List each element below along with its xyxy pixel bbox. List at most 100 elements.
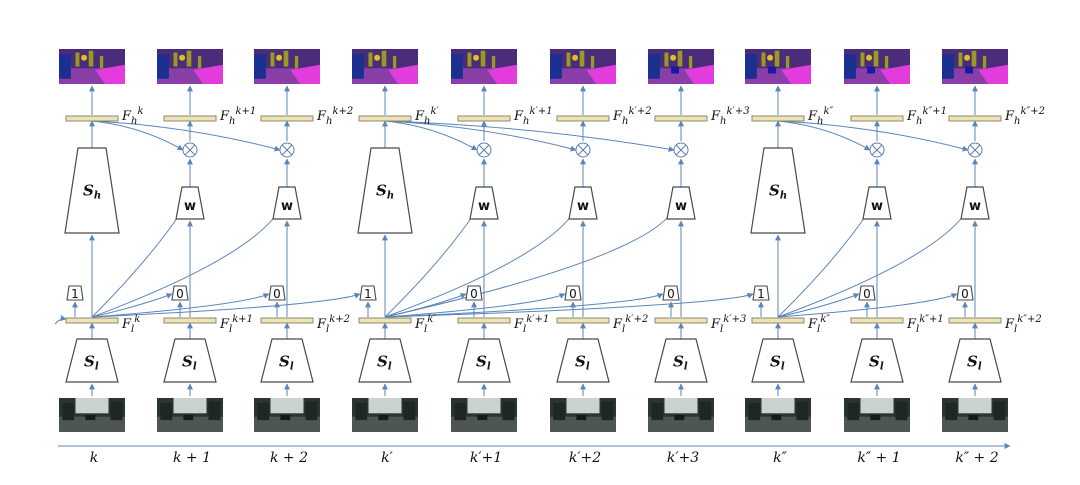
photo-sky (958, 398, 992, 414)
low-level-feature-label: Flk′+3 (710, 314, 746, 335)
feature-base: F (612, 317, 623, 332)
seg-tree-region (368, 52, 373, 67)
arrow-keyframe-low-to-gate (91, 293, 173, 318)
sl-subscript: l (290, 362, 294, 373)
frame-index-label: k (90, 450, 98, 466)
seg-tree-region (982, 56, 987, 69)
weight-module-box (469, 186, 499, 220)
high-level-feature-bar (163, 115, 217, 122)
seg-tree-region (197, 56, 202, 69)
photo-building (847, 403, 860, 421)
photo-building (305, 401, 318, 421)
sl-subscript: l (586, 362, 590, 373)
sl-model-box (457, 338, 511, 383)
feature-superscript: k″ (823, 106, 833, 117)
photo-building (651, 403, 664, 421)
seg-sidewalk-region (684, 64, 714, 84)
photo-road (451, 416, 517, 432)
seg-tree-region (590, 56, 595, 69)
seg-building-region (59, 54, 71, 79)
multiply-operator-stroke (871, 144, 883, 156)
seg-tree-region (566, 52, 571, 67)
frame-index-label: k′ (381, 450, 393, 466)
seg-car-region (965, 66, 974, 74)
seg-sidewalk-region (781, 64, 811, 84)
low-level-feature-bar (65, 317, 119, 324)
feature-superscript: k″+1 (919, 314, 944, 325)
input-frame-image (254, 398, 320, 432)
feature-base: F (906, 109, 917, 124)
sl-subscript: l (684, 362, 688, 373)
photo-building (993, 401, 1006, 421)
seg-tree-region (958, 52, 963, 67)
arrow-keyframe-feature-to-multiply (384, 120, 675, 153)
low-level-feature-bar (556, 317, 610, 324)
weight-module-box (175, 186, 205, 220)
arrow-keyframe-low-to-gate (384, 293, 664, 318)
segmentation-output-image (59, 49, 125, 84)
seg-car-region (867, 66, 876, 74)
arrow-keyframe-low-to-gate (384, 293, 566, 318)
seg-sidewalk-region (193, 64, 223, 84)
sl-model-box (948, 338, 1002, 383)
multiply-operator-stroke (577, 144, 589, 156)
feature-subscript: l (326, 324, 329, 335)
feature-subscript: l (229, 324, 232, 335)
input-frame-image (550, 398, 616, 432)
gate-value: 1 (364, 287, 372, 301)
photo-car (85, 415, 96, 421)
high-level-feature-bar (654, 115, 708, 122)
feature-subscript: h (326, 116, 332, 127)
feature-base: F (710, 109, 721, 124)
photo-car (576, 415, 587, 421)
feature-base: F (1004, 109, 1015, 124)
seg-sidewalk-region (487, 64, 517, 84)
seg-building-region (157, 54, 169, 79)
sh-subscript: h (387, 191, 394, 202)
keyframe-decision-gate (66, 285, 84, 301)
feature-base: F (513, 109, 524, 124)
photo-car (280, 415, 291, 421)
seg-car-region (671, 66, 680, 74)
feature-subscript: h (131, 116, 137, 127)
feature-superscript: k′ (427, 314, 436, 325)
photo-building (895, 401, 908, 421)
frame-index-label: k + 1 (173, 450, 211, 466)
segmentation-output-image (745, 49, 811, 84)
seg-sidewalk-region (290, 64, 320, 84)
input-frame-image (451, 398, 517, 432)
photo-building (355, 403, 368, 421)
weight-module-label: w (478, 199, 490, 214)
photo-building (62, 403, 75, 421)
multiply-operator-stroke (281, 144, 293, 156)
feature-subscript: l (622, 324, 625, 335)
seg-tree-region (88, 50, 94, 67)
sl-model-box (850, 338, 904, 383)
photo-road (59, 416, 125, 432)
seg-sidewalk-region (95, 64, 125, 84)
seg-sign-region (866, 54, 873, 61)
arrow-keyframe-feature-to-multiply (384, 120, 478, 151)
feature-base: F (906, 317, 917, 332)
segmentation-output-image (942, 49, 1008, 84)
segmentation-output-image (550, 49, 616, 84)
photo-building (403, 401, 416, 421)
seg-tree-region (761, 52, 766, 67)
weight-module-label: w (577, 199, 589, 214)
weight-module-box (568, 186, 598, 220)
photo-building (454, 403, 467, 421)
feature-subscript: h (720, 116, 726, 127)
segmentation-output-image (254, 49, 320, 84)
feature-base: F (1004, 317, 1015, 332)
feature-base: F (121, 317, 132, 332)
weight-module-box (272, 186, 302, 220)
seg-tree-region (884, 56, 889, 69)
arrow-keyframe-low-to-w (777, 210, 968, 318)
arrow-keyframe-feature-to-multiply (91, 120, 184, 151)
low-level-feature-label: Flk′ (414, 314, 436, 335)
segmentation-output-image (352, 49, 418, 84)
low-level-feature-bar (457, 317, 511, 324)
photo-building (699, 401, 712, 421)
